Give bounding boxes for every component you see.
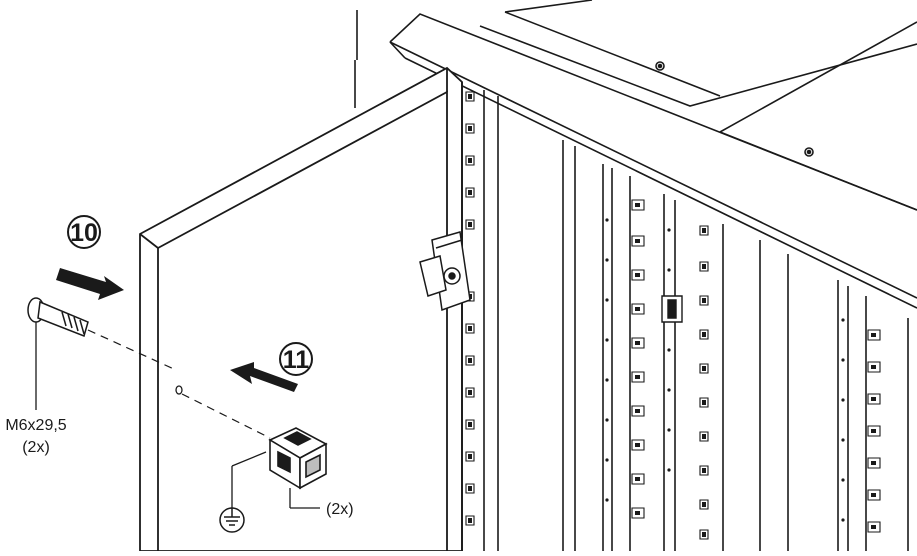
- step-10-number: 10: [70, 219, 98, 247]
- step-11-number: 11: [283, 346, 310, 374]
- rail-clip: [661, 295, 683, 323]
- ground-symbol-icon: [219, 507, 245, 533]
- screw-spec-label: M6x29,5: [5, 417, 66, 434]
- cage-nut-alignment-line: [181, 393, 271, 439]
- screw-alignment-line: [87, 329, 177, 371]
- arrow-left-icon: [230, 362, 298, 392]
- screw: [27, 297, 177, 410]
- cabinet: [354, 0, 917, 551]
- door-mount-hole: [175, 385, 183, 395]
- cage-nut-qty-label: (2x): [326, 501, 354, 518]
- step-11-callout: 11: [230, 342, 313, 392]
- door-hinge: [419, 231, 471, 312]
- screw-qty-label: (2x): [22, 439, 50, 456]
- arrow-right-icon: [56, 268, 124, 300]
- rail-holes: [605, 218, 845, 522]
- step-11-circle: [279, 342, 313, 376]
- door-panel: [139, 66, 463, 552]
- cage-nut: [181, 393, 328, 509]
- step-10-callout: 10: [56, 215, 124, 300]
- step-10-circle: [67, 215, 101, 249]
